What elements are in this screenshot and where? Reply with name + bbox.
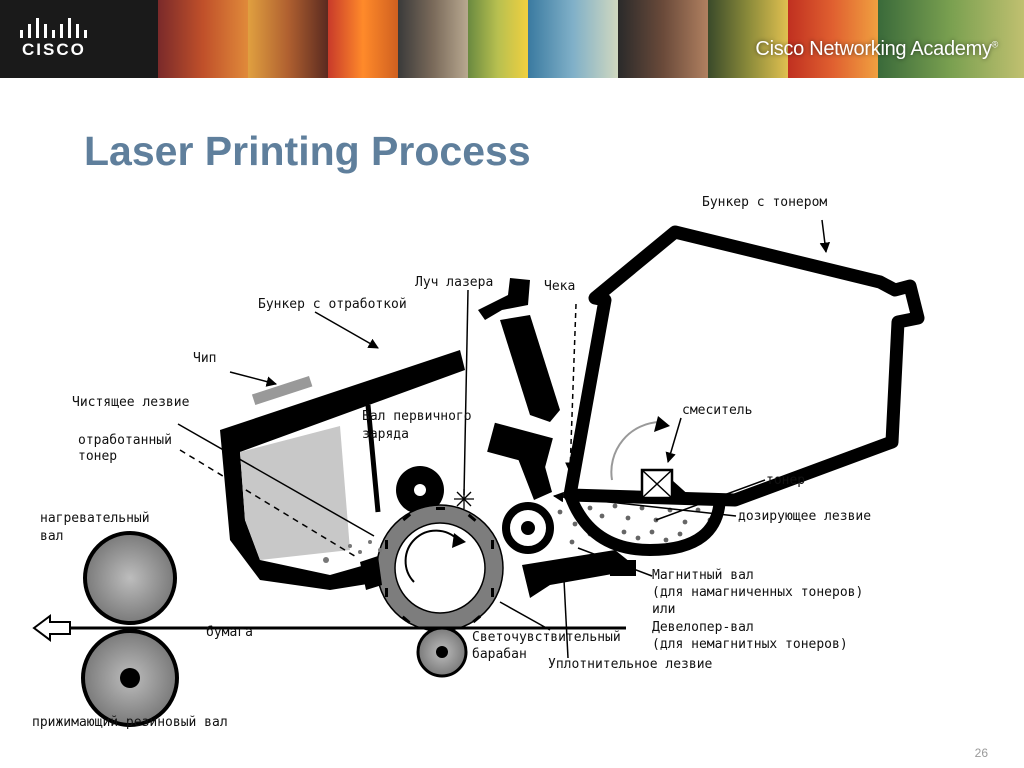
pin-assembly — [500, 315, 560, 422]
label-magnetic-roller-5: (для немагнитных тонеров) — [652, 637, 848, 652]
drum-rotation-arrow — [404, 529, 459, 583]
label-paper: бумага — [206, 625, 253, 640]
waste-hopper — [220, 350, 465, 590]
fuser-roller — [83, 531, 177, 625]
waste-hopper-interior — [240, 426, 350, 560]
header-banner: CISCO Cisco Networking Academy® — [0, 0, 1024, 78]
label-cleaning-blade: Чистящее лезвие — [72, 395, 190, 410]
label-drum-2: барабан — [472, 647, 527, 662]
label-magnetic-roller-3: или — [652, 602, 675, 617]
label-dosing-blade: дозирующее лезвие — [738, 509, 871, 524]
label-toner-hopper: Бункер с тонером — [702, 195, 827, 210]
laser-shutter-top — [478, 278, 530, 320]
label-waste-toner-2: тонер — [78, 449, 117, 464]
label-pin: Чека — [544, 279, 575, 294]
mixer-rotation-arrow — [610, 421, 661, 481]
cisco-logo: CISCO — [18, 14, 110, 64]
label-waste-toner-1: отработанный — [78, 433, 172, 448]
toner-tray-curve — [564, 492, 726, 557]
laser-spark-icon — [454, 489, 474, 509]
label-sealing-blade: Уплотнительное лезвие — [548, 657, 713, 672]
label-mixer: смеситель — [682, 403, 752, 418]
label-charge-roller-1: Вал первичного — [362, 409, 472, 424]
label-fuser-roller-1: нагревательный — [40, 511, 150, 526]
photo-strip — [158, 0, 1024, 78]
developer-housing — [522, 550, 635, 598]
label-pressure-roller: прижимающий резиновый вал — [32, 715, 228, 730]
laser-printer-cartridge-diagram: Бункер с тонером Луч лазера Чека Бункер … — [32, 195, 925, 730]
cisco-logo-text: CISCO — [22, 40, 86, 59]
slide-title: Laser Printing Process — [84, 128, 531, 174]
label-toner: тонер — [766, 473, 805, 488]
cartridge-chip — [251, 375, 313, 405]
laser-beam-line — [463, 289, 469, 496]
label-magnetic-roller-1: Магнитный вал — [652, 568, 754, 583]
label-chip: Чип — [193, 351, 216, 366]
cleaning-blade — [360, 556, 382, 590]
label-magnetic-roller-4: Девелопер-вал — [652, 620, 754, 635]
paper-exit-arrow-icon — [32, 614, 71, 642]
label-charge-roller-2: заряда — [362, 427, 409, 442]
label-magnetic-roller-2: (для намагниченных тонеров) — [652, 585, 863, 600]
toner-hopper — [563, 225, 925, 507]
label-laser-beam: Луч лазера — [415, 275, 493, 290]
waste-particles — [323, 540, 382, 563]
label-waste-hopper: Бункер с отработкой — [258, 297, 407, 312]
academy-wordmark: Cisco Networking Academy® — [755, 38, 998, 60]
label-fuser-roller-2: вал — [40, 529, 63, 544]
label-drum-1: Светочувствительный — [472, 630, 621, 645]
page-number: 26 — [974, 746, 988, 760]
